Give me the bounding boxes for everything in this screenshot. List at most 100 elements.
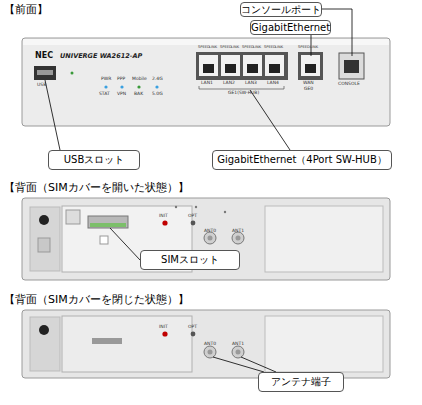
panel-marking: SPEED — [264, 46, 276, 50]
switch — [38, 238, 50, 252]
port-contact — [203, 64, 214, 73]
panel-marking: Mobile — [132, 77, 147, 82]
port-housing — [196, 52, 288, 80]
panel-marking: OPT — [188, 325, 197, 330]
brand-logo: NEC — [35, 52, 53, 60]
callout-text: GigabitEthernet（4Port SW-HUB） — [217, 153, 387, 167]
opt-button — [191, 221, 196, 226]
sim-slot — [88, 216, 128, 228]
init-button — [162, 331, 167, 336]
callout-box: SIMスロット — [140, 250, 240, 270]
lan-group-bracket — [199, 86, 284, 89]
panel-marking: LAN2 — [223, 81, 235, 86]
usb-slot — [34, 66, 56, 80]
power-area — [30, 317, 60, 371]
lan-port — [199, 55, 218, 76]
leader-line — [213, 357, 264, 372]
callout-box: USBスロット — [48, 150, 140, 170]
vent-dot — [195, 206, 197, 208]
panel-marking: LINK — [253, 46, 261, 50]
model-name: UNIVERGE WA2612-AP — [60, 53, 142, 60]
port-contact — [247, 64, 258, 73]
panel-marking: ANT0 — [204, 342, 216, 347]
callout-text: USBスロット — [64, 153, 125, 167]
back-open-panel — [22, 198, 390, 280]
power-area — [30, 207, 60, 271]
vent-dot — [175, 206, 177, 208]
antenna-pin — [236, 236, 241, 241]
panel-marking: STAT — [99, 92, 110, 97]
lan-port — [221, 55, 240, 76]
panel-marking: LINK — [275, 46, 283, 50]
callout-text: GigabitEthernet — [251, 22, 330, 33]
panel-marking: CONSOLE — [338, 82, 360, 87]
led — [155, 85, 158, 88]
console-inner — [344, 60, 359, 73]
antenna-connector — [232, 346, 244, 358]
callout-text: アンテナ端子 — [271, 375, 331, 389]
panel-marking: PWR — [101, 77, 111, 82]
section-heading: 【背面（SIMカバーを閉じた状態）】 — [4, 294, 189, 305]
panel-marking: VPN — [117, 92, 126, 97]
callout-text: コンソールポート — [241, 3, 321, 17]
callout-box: アンテナ端子 — [258, 372, 344, 392]
panel-marking: BAK — [134, 92, 143, 97]
antenna-connector — [204, 232, 216, 244]
panel-marking: INIT — [159, 214, 168, 219]
wan-housing — [298, 52, 323, 80]
sim-contact — [90, 223, 126, 227]
antenna-pin — [208, 350, 213, 355]
lan-port — [243, 55, 262, 76]
power-jack — [39, 325, 49, 335]
leader-line — [241, 357, 276, 372]
leader-line — [110, 228, 140, 260]
panel-marking: ANT0 — [204, 229, 216, 234]
section-heading: 【背面（SIMカバーを開いた状態）】 — [4, 182, 189, 193]
leader-line — [250, 90, 290, 150]
sim-cover — [62, 316, 192, 372]
led — [104, 85, 107, 88]
router-body — [22, 38, 390, 126]
usb-slot-inner — [37, 70, 53, 75]
antenna-connector — [204, 346, 216, 358]
led — [120, 85, 123, 88]
router-body — [22, 198, 390, 280]
lan-port — [265, 55, 284, 76]
section-heading: 【前面】 — [4, 4, 48, 15]
side-cover — [265, 206, 383, 272]
panel-marking: LAN4 — [267, 81, 279, 86]
callout-box: コンソールポート — [240, 2, 322, 17]
callout-text: SIMスロット — [161, 253, 219, 267]
panel-marking: GE1(SW-HUB) — [228, 91, 259, 96]
router-top — [23, 39, 389, 45]
panel-marking: ANT1 — [232, 342, 244, 347]
cover-latch — [92, 338, 122, 344]
side-cover — [265, 316, 383, 372]
panel-marking: SPEED — [298, 46, 310, 50]
led — [71, 72, 74, 75]
panel-marking: LINK — [231, 46, 239, 50]
panel-marking: USB — [37, 83, 46, 88]
wan-port — [301, 55, 320, 76]
front-panel — [22, 38, 390, 126]
panel-marking: SPEED — [242, 46, 254, 50]
led — [137, 85, 140, 88]
console-port — [339, 53, 364, 79]
antenna-connector — [232, 232, 244, 244]
port-contact — [305, 64, 316, 73]
panel-marking: LINK — [310, 46, 318, 50]
power-jack — [39, 215, 49, 225]
panel-marking: ANT1 — [232, 229, 244, 234]
panel-marking: LAN1 — [201, 81, 213, 86]
panel-marking: LINK — [209, 46, 217, 50]
panel-marking: PPP — [117, 77, 125, 82]
panel-marking: GE0 — [304, 87, 313, 92]
port-contact — [225, 64, 236, 73]
panel-marking: WAN — [303, 81, 314, 86]
panel-marking: 2.4G — [152, 77, 163, 82]
panel-marking: SPEED — [220, 46, 232, 50]
panel-marking: 5.0G — [152, 92, 163, 97]
leader-line — [45, 80, 60, 150]
callout-box: GigabitEthernet — [250, 20, 331, 35]
